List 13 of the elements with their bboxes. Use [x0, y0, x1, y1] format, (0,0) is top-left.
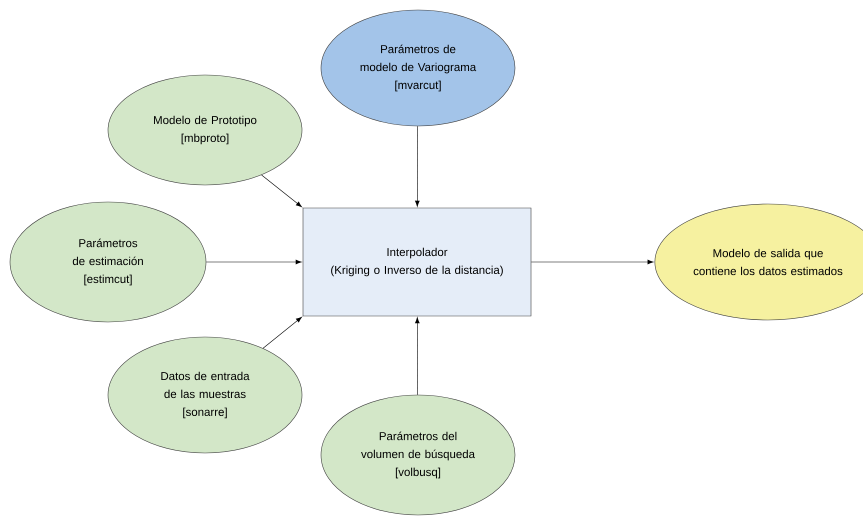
arrow	[415, 317, 420, 395]
ellipse-node: Datos de entrada de las muestras [sonarre]	[108, 336, 302, 454]
arrow	[531, 260, 654, 264]
ellipse-node: Parámetros de estimación [estimcut]	[10, 202, 206, 322]
arrow	[206, 260, 302, 264]
process-box: Interpolador (Kriging o Inverso de la distancia)	[302, 208, 532, 316]
ellipse-node: Parámetros de modelo de Variograma [mvarcut]	[320, 10, 516, 126]
ellipse-node: Modelo de salida que contiene los datos estimados	[654, 204, 863, 320]
ellipse-node: Parámetros del volumen de búsqueda [volbusq]	[320, 394, 516, 516]
arrow	[415, 126, 420, 207]
arrow	[262, 316, 302, 349]
ellipse-node: Modelo de Prototipo [mbproto]	[108, 74, 302, 186]
arrow	[261, 174, 302, 208]
